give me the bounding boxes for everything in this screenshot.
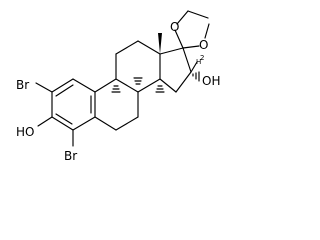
dioxolane-ring — [174, 10, 210, 49]
o-label-right: O — [199, 38, 208, 52]
ring-c — [115, 40, 161, 93]
h-bond-c16 — [190, 61, 198, 73]
structure-canvas: Br HO Br OH O O H 2 — [16, 10, 220, 163]
h-label: H — [196, 58, 201, 66]
stereo-h-c14 — [155, 85, 165, 93]
ring-d — [159, 47, 192, 93]
br-bond-top — [35, 82, 53, 93]
br-label-bottom: Br — [64, 149, 77, 163]
molecule-structure: Br HO Br OH O O H 2 — [16, 10, 220, 163]
methyl-wedge — [158, 33, 162, 54]
ring-a — [51, 78, 96, 131]
ring-b — [94, 78, 139, 131]
stereo-h-c9 — [111, 85, 121, 93]
d-label: 2 — [200, 54, 204, 62]
o-label-left: O — [170, 20, 179, 34]
br-label-top: Br — [16, 78, 29, 92]
oh-label: OH — [202, 74, 220, 88]
oh-hashed-wedge — [192, 71, 200, 82]
stereo-h-c8 — [133, 77, 143, 85]
ho-bond — [37, 116, 53, 127]
ho-label: HO — [16, 125, 34, 139]
